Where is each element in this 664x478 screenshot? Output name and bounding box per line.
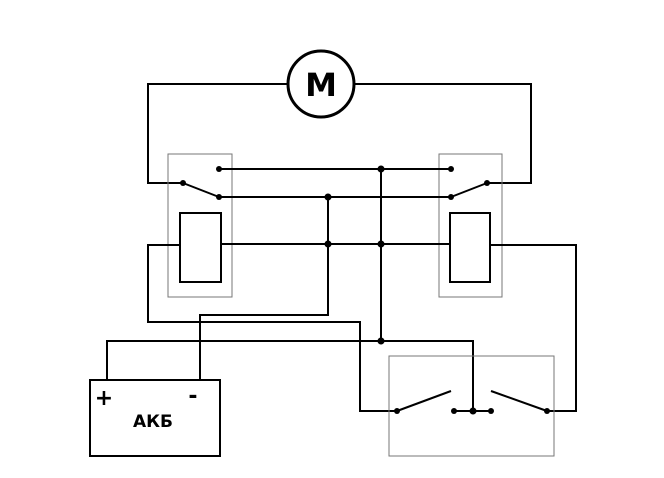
feed-to-battery-minus: [199, 197, 329, 380]
junction-dot: [544, 408, 550, 414]
junction-dot: [216, 166, 222, 172]
battery-body: [89, 379, 221, 457]
junction-dot: [448, 194, 454, 200]
motor-wire-left: [147, 83, 288, 184]
motor-wire-right: [354, 83, 532, 184]
control-switch-housing: [388, 355, 555, 457]
battery-label: АКБ: [133, 412, 173, 432]
junction-dot: [484, 180, 490, 186]
right-relay-contact: [450, 182, 488, 198]
junction-dots: [180, 165, 550, 415]
junction-dot: [377, 165, 385, 173]
switch-blade-right: [490, 390, 548, 412]
junction-dot: [448, 166, 454, 172]
left-relay-housing: [167, 153, 233, 298]
junction-dot: [216, 194, 222, 200]
right-relay-housing: [438, 153, 503, 298]
switch-blade-left: [396, 390, 452, 412]
battery-plus-sign: +: [95, 386, 113, 411]
left-relay-coil: [179, 212, 222, 283]
junction-dot: [324, 193, 332, 201]
motor: M: [286, 49, 356, 119]
right-coil-return: [490, 244, 577, 412]
left-relay-contact: [182, 182, 220, 198]
left-coil-return: [147, 244, 397, 412]
motor-label: M: [305, 66, 337, 104]
battery: + - АКБ: [89, 379, 221, 457]
junction-dot: [377, 337, 385, 345]
junction-dot: [377, 240, 385, 248]
junction-dot: [324, 240, 332, 248]
junction-dot: [488, 408, 494, 414]
junction-dot: [180, 180, 186, 186]
battery-minus-sign: -: [188, 384, 197, 409]
junction-dot: [451, 408, 457, 414]
right-relay-coil: [449, 212, 491, 283]
junction-dot: [394, 408, 400, 414]
battery-plus-line: [106, 340, 474, 411]
junction-dot: [469, 407, 477, 415]
